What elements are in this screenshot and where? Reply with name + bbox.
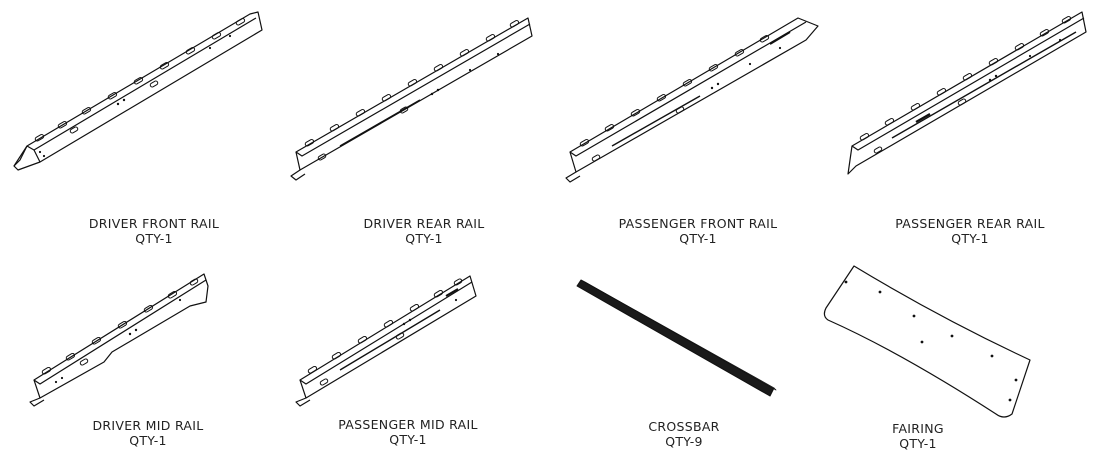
part-qty: QTY-1 — [135, 231, 173, 246]
caption-fairing: FAIRING QTY-1 — [892, 421, 944, 451]
caption-passenger-mid-rail: PASSENGER MID RAIL QTY-1 — [338, 417, 478, 447]
part-qty: QTY-1 — [389, 432, 427, 447]
part-qty: QTY-1 — [129, 433, 167, 448]
part-name: DRIVER MID RAIL — [92, 418, 204, 433]
part-qty: QTY-1 — [899, 436, 937, 451]
caption-driver-rear-rail: DRIVER REAR RAIL QTY-1 — [363, 216, 484, 246]
part-name: PASSENGER MID RAIL — [338, 417, 478, 432]
part-name: CROSSBAR — [648, 419, 720, 434]
part-qty: QTY-1 — [679, 231, 717, 246]
part-name: PASSENGER REAR RAIL — [895, 216, 1045, 231]
part-qty: QTY-1 — [951, 231, 989, 246]
caption-passenger-rear-rail: PASSENGER REAR RAIL QTY-1 — [895, 216, 1045, 246]
part-name: FAIRING — [892, 421, 944, 436]
caption-passenger-front-rail: PASSENGER FRONT RAIL QTY-1 — [619, 216, 778, 246]
caption-driver-mid-rail: DRIVER MID RAIL QTY-1 — [92, 418, 203, 448]
caption-crossbar: CROSSBAR QTY-9 — [648, 419, 719, 449]
caption-driver-front-rail: DRIVER FRONT RAIL QTY-1 — [89, 216, 219, 246]
part-qty: QTY-9 — [665, 434, 703, 449]
part-qty: QTY-1 — [405, 231, 443, 246]
part-name: DRIVER REAR RAIL — [363, 216, 485, 231]
part-name: DRIVER FRONT RAIL — [88, 216, 220, 231]
part-name: PASSENGER FRONT RAIL — [618, 216, 778, 231]
